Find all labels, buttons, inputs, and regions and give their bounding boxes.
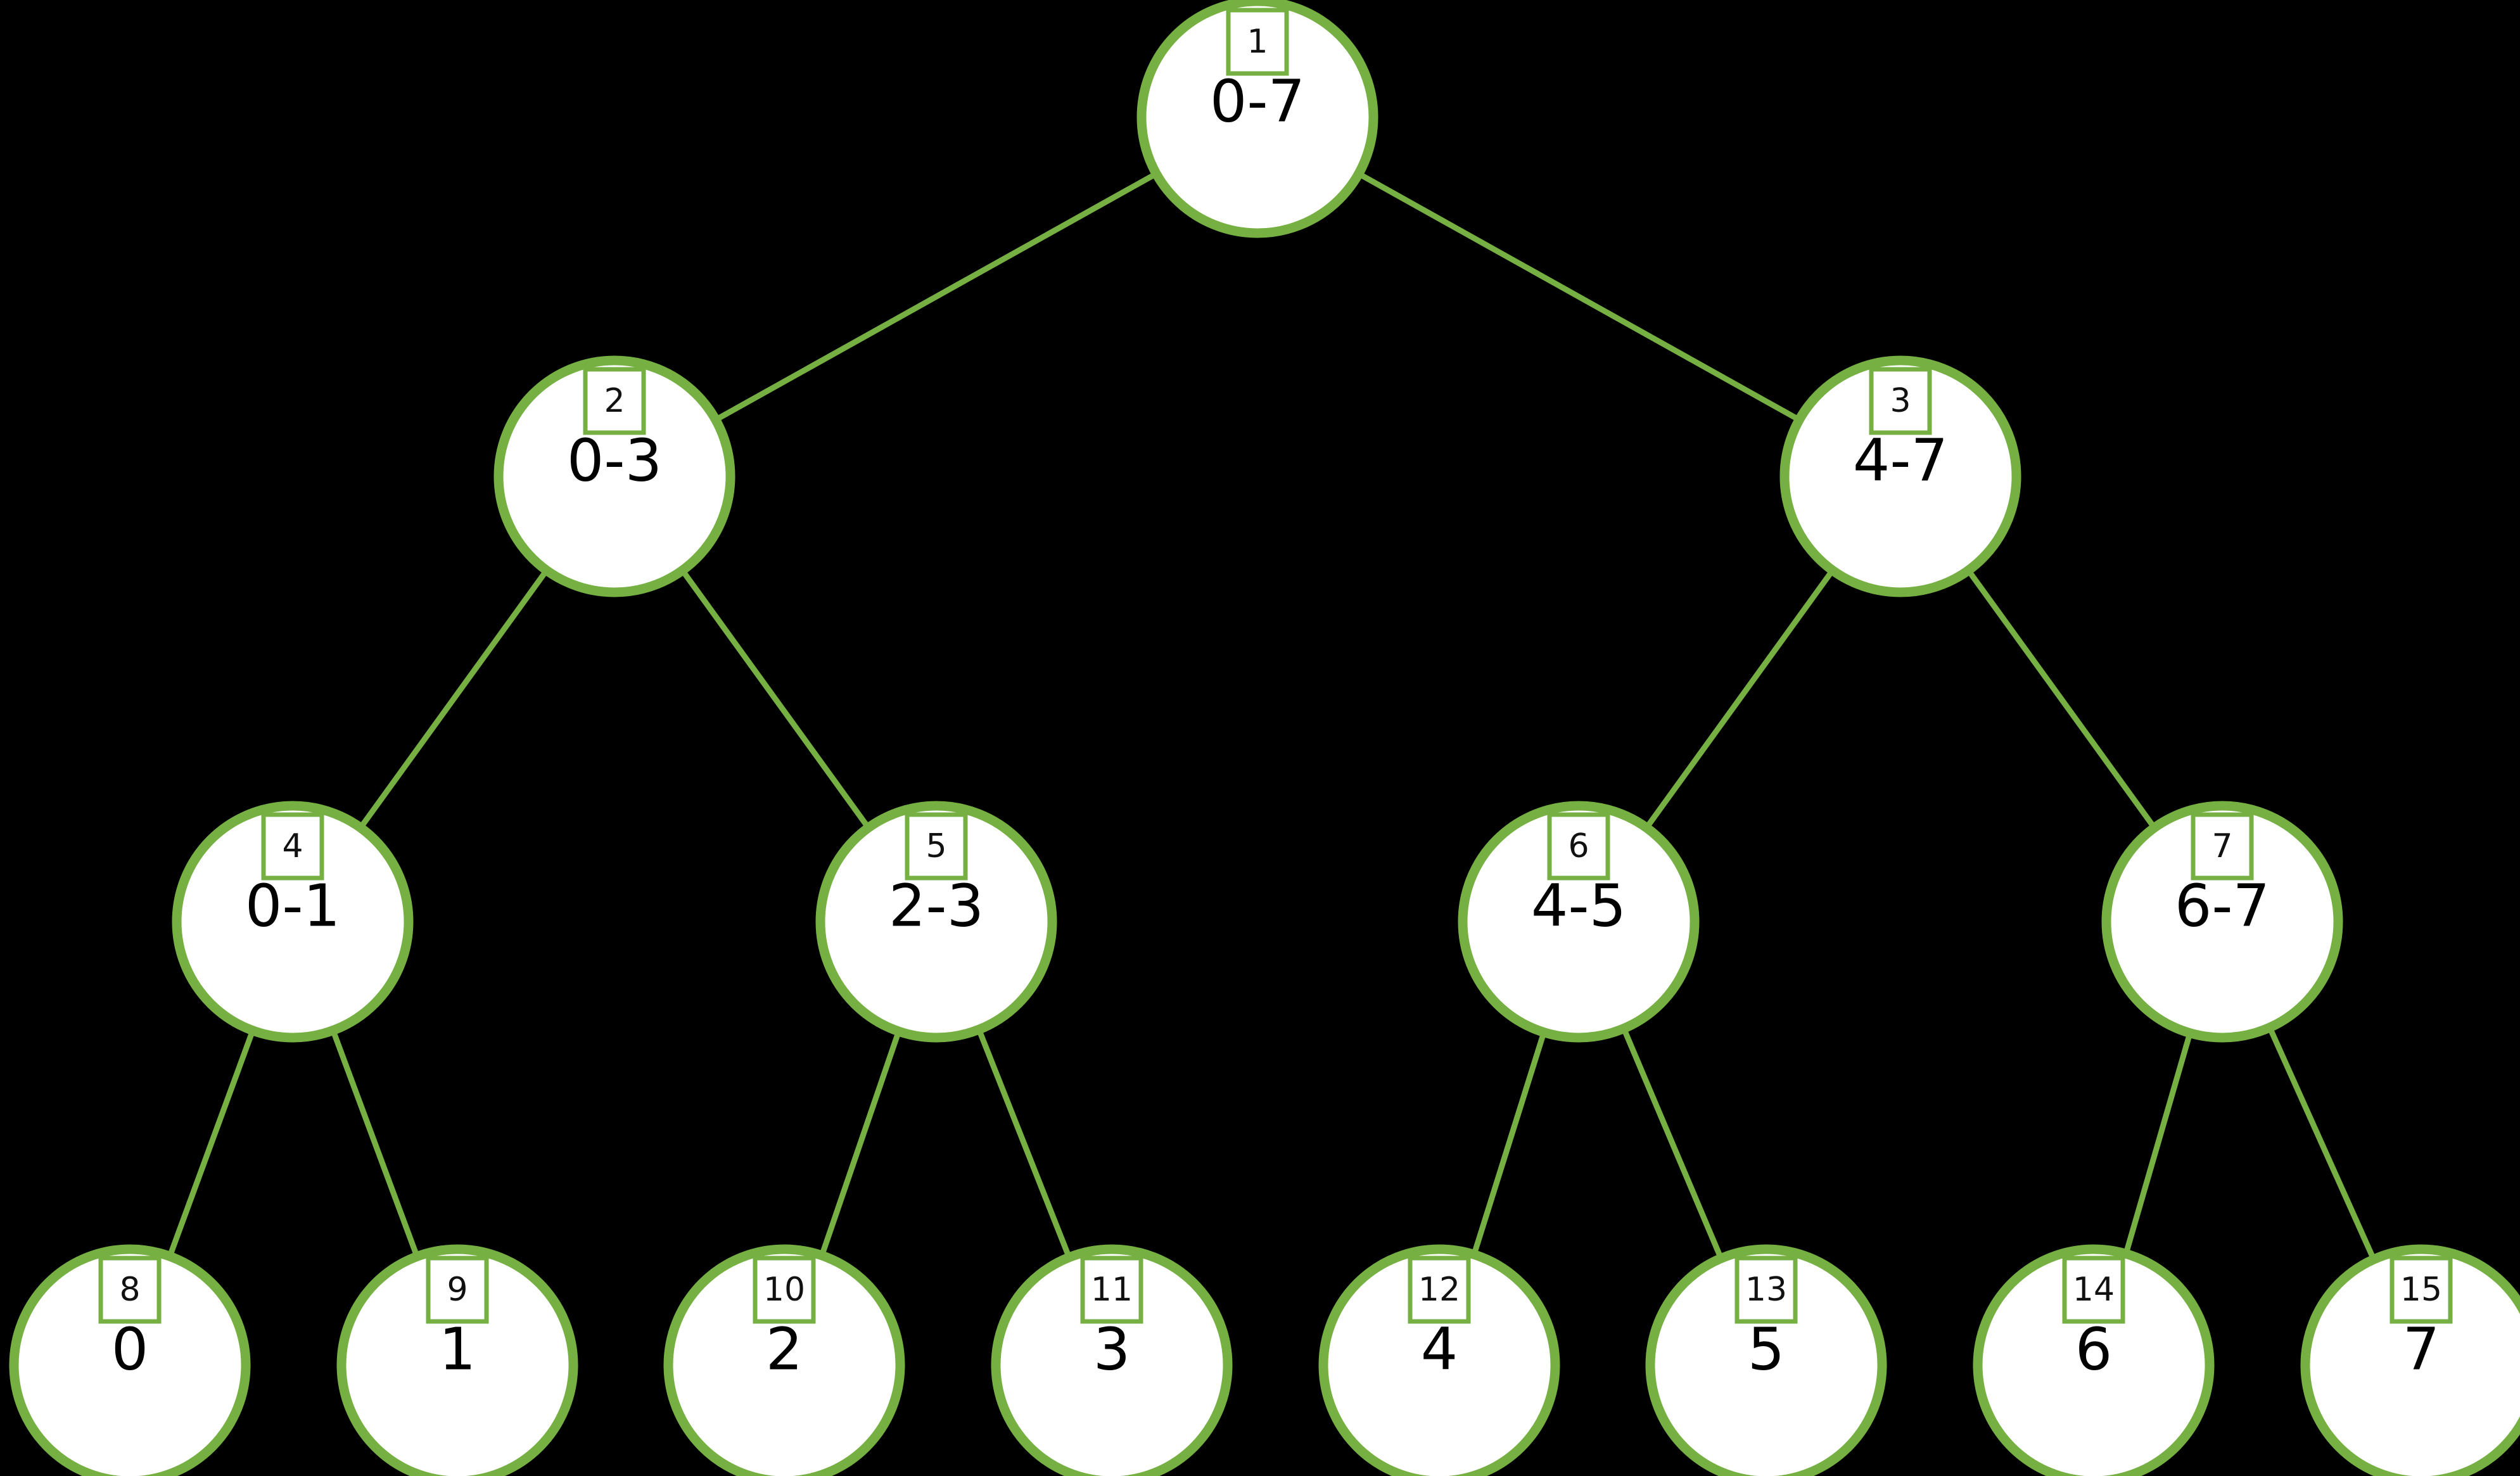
node-index-box xyxy=(1408,1256,1471,1324)
node-index-label: 12 xyxy=(1418,1271,1460,1309)
node-index-box xyxy=(261,812,324,881)
tree-edge xyxy=(357,566,550,832)
node-circle[interactable] xyxy=(493,355,735,597)
node-index-box xyxy=(98,1256,162,1324)
node-index-box xyxy=(1547,812,1610,881)
node-index-box xyxy=(583,367,646,435)
node-circle[interactable] xyxy=(2300,1244,2520,1476)
tree-edge xyxy=(1964,566,2158,832)
node-range-label: 2-3 xyxy=(889,872,984,939)
tree-node[interactable]: 146 xyxy=(1973,1244,2215,1476)
node-range-label: 4-7 xyxy=(1853,426,1948,494)
tree-edge xyxy=(1354,170,1804,424)
node-index-label: 5 xyxy=(926,827,946,865)
node-index-label: 13 xyxy=(1745,1271,1787,1309)
tree-node[interactable]: 20-3 xyxy=(493,355,735,597)
tree-node[interactable]: 157 xyxy=(2300,1244,2520,1476)
tree-edge xyxy=(1470,1028,1548,1259)
node-range-label: 7 xyxy=(2403,1315,2440,1383)
node-index-label: 9 xyxy=(447,1271,468,1309)
node-index-box xyxy=(753,1256,816,1324)
tree-node[interactable]: 135 xyxy=(1645,1244,1887,1476)
node-index-box xyxy=(1734,1256,1798,1324)
node-circle[interactable] xyxy=(1458,801,1700,1043)
node-index-box xyxy=(905,812,968,881)
node-range-label: 0 xyxy=(111,1315,149,1383)
node-range-label: 4-5 xyxy=(1531,872,1626,939)
node-circle[interactable] xyxy=(1136,0,1378,238)
tree-edge xyxy=(1643,566,1836,832)
node-index-label: 3 xyxy=(1890,382,1911,420)
node-range-label: 6-7 xyxy=(2175,872,2270,939)
node-index-label: 7 xyxy=(2211,827,2232,865)
node-index-box xyxy=(1226,8,1289,76)
tree-node[interactable]: 80 xyxy=(9,1244,251,1476)
node-circle[interactable] xyxy=(336,1244,578,1476)
tree-edge xyxy=(711,170,1161,424)
node-range-label: 4 xyxy=(1421,1315,1458,1383)
tree-edge xyxy=(818,1027,902,1260)
tree-edge xyxy=(976,1025,1072,1262)
tree-node[interactable]: 91 xyxy=(336,1244,578,1476)
node-circle[interactable] xyxy=(1779,355,2021,597)
node-index-label: 14 xyxy=(2073,1271,2115,1309)
node-index-box xyxy=(1869,367,1932,435)
node-index-label: 11 xyxy=(1091,1271,1133,1309)
node-circle[interactable] xyxy=(663,1244,905,1476)
node-range-label: 0-3 xyxy=(567,426,662,494)
tree-node[interactable]: 34-7 xyxy=(1779,355,2021,597)
edges-layer xyxy=(166,170,2377,1264)
node-range-label: 0-7 xyxy=(1210,67,1305,135)
node-index-label: 2 xyxy=(604,382,625,420)
tree-edge xyxy=(2122,1029,2194,1258)
node-circle[interactable] xyxy=(2101,801,2343,1043)
node-circle[interactable] xyxy=(1645,1244,1887,1476)
node-index-label: 15 xyxy=(2400,1271,2442,1309)
node-range-label: 5 xyxy=(1748,1315,1785,1383)
node-range-label: 0-1 xyxy=(245,872,340,939)
node-index-label: 4 xyxy=(282,827,303,865)
tree-node[interactable]: 40-1 xyxy=(172,801,414,1043)
node-index-box xyxy=(2062,1256,2125,1324)
node-index-box xyxy=(2390,1256,2453,1324)
node-index-label: 8 xyxy=(119,1271,140,1309)
nodes-layer: 10-720-334-740-152-364-576-7809110211312… xyxy=(9,0,2520,1476)
tree-node[interactable]: 76-7 xyxy=(2101,801,2343,1043)
node-circle[interactable] xyxy=(1318,1244,1560,1476)
tree-node[interactable]: 113 xyxy=(991,1244,1233,1476)
node-index-label: 1 xyxy=(1247,23,1268,61)
node-index-label: 10 xyxy=(763,1271,805,1309)
tree-node[interactable]: 52-3 xyxy=(815,801,1057,1043)
node-index-box xyxy=(2191,812,2254,881)
node-circle[interactable] xyxy=(9,1244,251,1476)
tree-edge xyxy=(166,1026,257,1261)
node-circle[interactable] xyxy=(991,1244,1233,1476)
tree-edge xyxy=(2266,1023,2377,1264)
node-range-label: 2 xyxy=(766,1315,803,1383)
node-range-label: 3 xyxy=(1093,1315,1131,1383)
node-index-box xyxy=(426,1256,489,1324)
node-index-box xyxy=(1080,1256,1143,1324)
tree-node[interactable]: 10-7 xyxy=(1136,0,1378,238)
tree-node[interactable]: 64-5 xyxy=(1458,801,1700,1043)
node-circle[interactable] xyxy=(1973,1244,2215,1476)
node-circle[interactable] xyxy=(172,801,414,1043)
tree-edge xyxy=(1620,1024,1725,1263)
tree-node[interactable]: 102 xyxy=(663,1244,905,1476)
tree-edge xyxy=(678,566,872,832)
node-index-label: 6 xyxy=(1568,827,1589,865)
tree-node[interactable]: 124 xyxy=(1318,1244,1560,1476)
node-range-label: 1 xyxy=(439,1315,476,1383)
node-circle[interactable] xyxy=(815,801,1057,1043)
tree-edge xyxy=(329,1026,421,1261)
node-range-label: 6 xyxy=(2075,1315,2113,1383)
